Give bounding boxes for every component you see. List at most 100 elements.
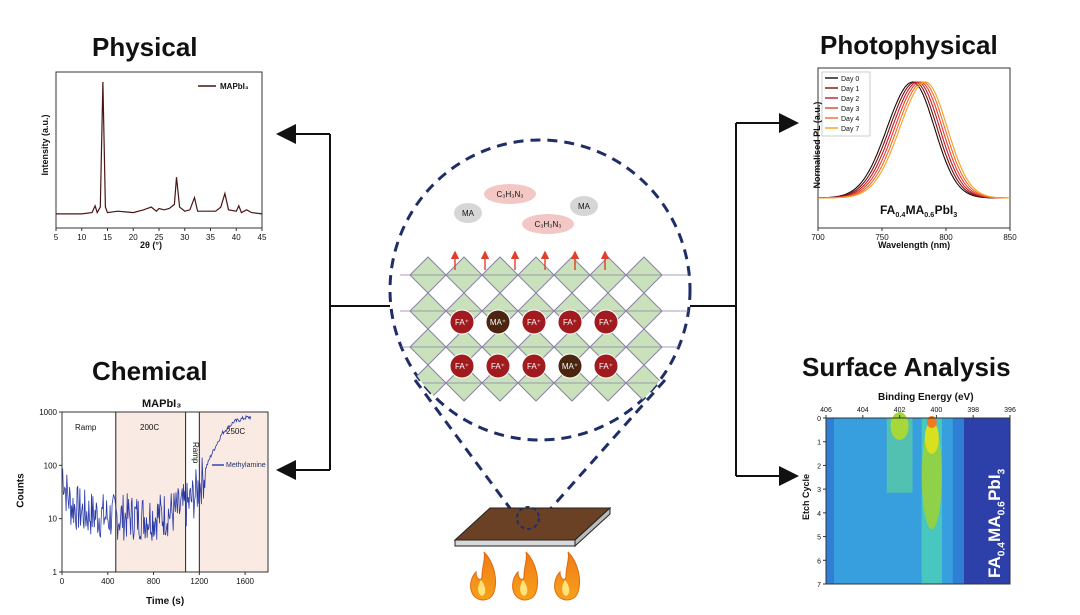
x-tick-label: 406 bbox=[820, 407, 832, 414]
legend-label: Day 7 bbox=[841, 126, 859, 133]
fa-cation bbox=[521, 309, 547, 335]
plot-frame bbox=[61, 411, 269, 573]
molecule-label: MA bbox=[578, 202, 591, 211]
fa-cation bbox=[485, 353, 511, 379]
physical-title: Physical bbox=[92, 32, 198, 62]
pl-series-line bbox=[818, 81, 1010, 199]
y-tick-label: 1000 bbox=[39, 408, 57, 417]
plot-frame bbox=[825, 417, 1011, 585]
pl-ylabel: Normalised PL (a.u.) bbox=[812, 101, 822, 189]
mass-ylabel: Counts bbox=[15, 473, 27, 508]
mass-xlabel: Time (s) bbox=[146, 596, 185, 607]
pl-xlabel: Wavelength (nm) bbox=[878, 240, 951, 250]
heatmap-peak bbox=[890, 412, 909, 440]
mass-title: MAPbI₃ bbox=[142, 398, 182, 410]
molecule-label: C₃H₃N₃ bbox=[534, 220, 561, 229]
surface-analysis-title: Surface Analysis bbox=[802, 352, 1011, 382]
x-tick-label: 398 bbox=[967, 407, 979, 414]
photophysical-title: Photophysical bbox=[820, 30, 998, 60]
pl-series-line bbox=[817, 81, 1010, 199]
connector-right bbox=[690, 113, 799, 486]
y-tick-label: 6 bbox=[817, 558, 821, 565]
fa-cation bbox=[449, 309, 475, 335]
x-tick-label: 10 bbox=[77, 233, 86, 242]
y-tick-label: 1 bbox=[817, 440, 821, 447]
ma-cation bbox=[557, 353, 583, 379]
legend-label: Day 3 bbox=[841, 106, 859, 113]
x-tick-label: 404 bbox=[857, 407, 869, 414]
xps-formula-label: FA0.4 MA0.6 PbI3 bbox=[985, 468, 1007, 578]
xrd-legend-label: MAPbI₃ bbox=[220, 82, 249, 91]
cation-label: FA⁺ bbox=[563, 318, 577, 327]
methylamine-series-line bbox=[61, 414, 252, 541]
zoom-line-right bbox=[543, 379, 667, 516]
pl-series-line bbox=[818, 81, 1010, 199]
fa-cation bbox=[449, 353, 475, 379]
x-tick-label: 5 bbox=[54, 233, 59, 242]
cation-label: FA⁺ bbox=[527, 362, 541, 371]
y-tick-label: 7 bbox=[817, 582, 821, 589]
cation-label: MA⁺ bbox=[490, 318, 506, 327]
chemical-title: Chemical bbox=[92, 356, 208, 386]
molecule-label: MA bbox=[462, 209, 475, 218]
heatmap-peak bbox=[926, 416, 937, 428]
flame bbox=[554, 551, 581, 601]
x-tick-label: 20 bbox=[129, 233, 138, 242]
connector-left bbox=[276, 124, 390, 480]
x-tick-label: 800 bbox=[147, 577, 161, 586]
y-tick-label: 3 bbox=[817, 487, 821, 494]
legend-label: Day 2 bbox=[841, 96, 859, 103]
cation-label: MA⁺ bbox=[562, 362, 578, 371]
cation-label: FA⁺ bbox=[527, 318, 541, 327]
y-tick-label: 4 bbox=[817, 511, 821, 518]
flame-core bbox=[562, 580, 570, 596]
region-label: 200C bbox=[140, 423, 159, 432]
x-tick-label: 700 bbox=[811, 233, 825, 242]
xrd-ylabel: Intensity (a.u.) bbox=[40, 114, 50, 176]
hotplate-substrate bbox=[453, 506, 612, 548]
y-tick-label: 0 bbox=[817, 416, 821, 423]
y-tick-label: 100 bbox=[44, 461, 58, 470]
plot-frame bbox=[817, 67, 1011, 229]
x-tick-label: 402 bbox=[894, 407, 906, 414]
flame-core bbox=[520, 580, 528, 596]
svg-text:FA0.4 MA0.6 PbI3: FA0.4 MA0.6 PbI3 bbox=[985, 468, 1007, 578]
xrd-series-line bbox=[56, 81, 263, 215]
fa-cation bbox=[521, 353, 547, 379]
mass-legend-label: Methylamine bbox=[226, 462, 266, 469]
ma-cation bbox=[485, 309, 511, 335]
y-tick-label: 5 bbox=[817, 535, 821, 542]
y-tick-label: 2 bbox=[817, 463, 821, 470]
region-label: Ramp bbox=[191, 442, 200, 464]
x-tick-label: 400 bbox=[931, 407, 943, 414]
flame-icon bbox=[470, 551, 581, 601]
fa-cation bbox=[557, 309, 583, 335]
legend-box bbox=[821, 71, 871, 137]
fa-cation bbox=[593, 353, 619, 379]
molecule bbox=[484, 184, 536, 204]
xps-ylabel: Etch Cycle bbox=[801, 473, 811, 521]
fa-cation bbox=[593, 309, 619, 335]
region-200c bbox=[115, 412, 186, 572]
legend-label: Day 1 bbox=[841, 86, 859, 93]
pl-series-line bbox=[818, 81, 1010, 199]
xrd-xlabel: 2θ (°) bbox=[140, 240, 162, 250]
y-tick-label: 1 bbox=[53, 568, 58, 577]
x-tick-label: 1600 bbox=[236, 577, 254, 586]
flame bbox=[512, 551, 539, 601]
molecule bbox=[454, 203, 482, 223]
cation-label: FA⁺ bbox=[599, 362, 613, 371]
molecule bbox=[570, 196, 598, 216]
heatmap-peak bbox=[924, 421, 939, 454]
flame-core bbox=[478, 580, 486, 596]
region-250c bbox=[199, 412, 268, 572]
x-tick-label: 800 bbox=[939, 233, 953, 242]
molecule bbox=[522, 214, 574, 234]
y-tick-label: 10 bbox=[48, 515, 57, 524]
